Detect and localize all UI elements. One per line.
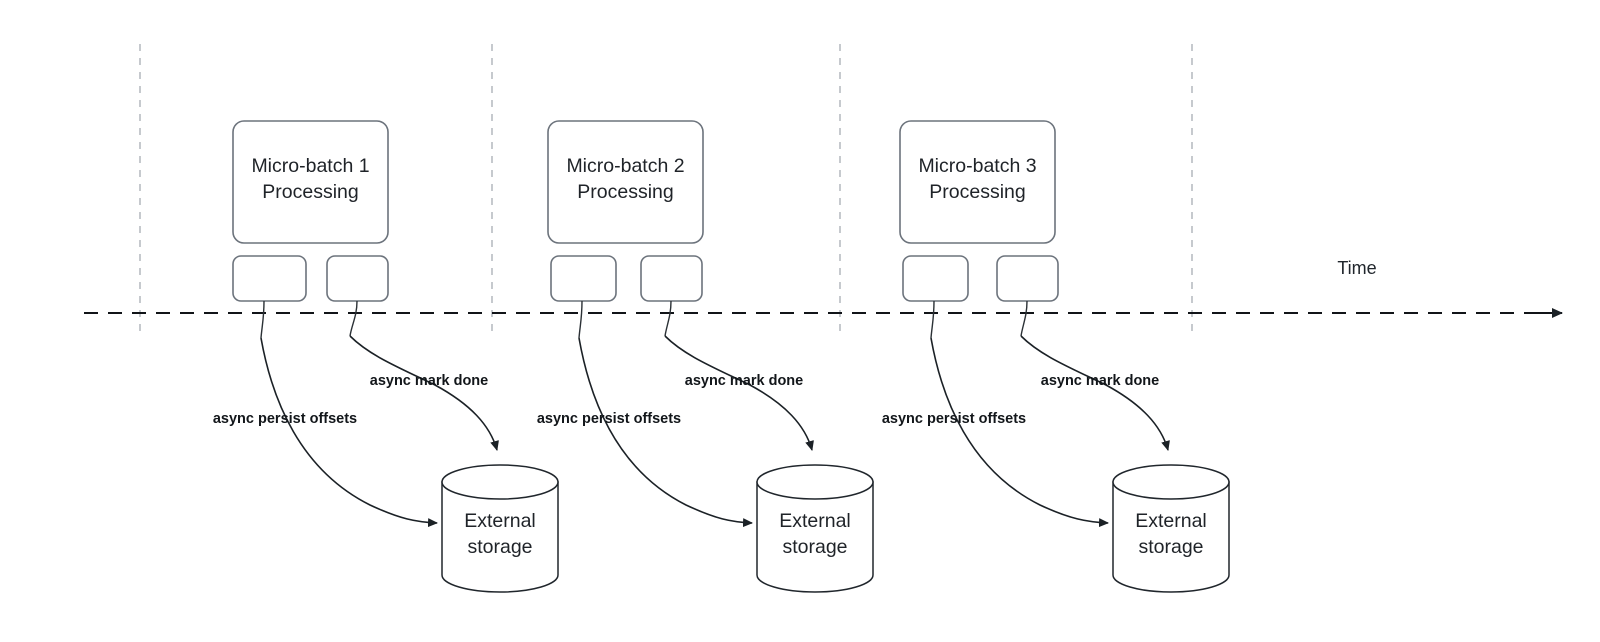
group-2-async-mark-done-arrow <box>664 335 814 451</box>
group-1-storage-label-line1: External <box>464 510 536 532</box>
group-1-cylinder-top <box>441 464 559 500</box>
micro-batch-1-rect[interactable] <box>232 120 389 244</box>
group-2-async-persist-offsets-arrow <box>578 337 753 528</box>
group-1-async-persist-offsets-label: async persist offsets <box>213 411 357 427</box>
group-3-storage-label-line2: storage <box>1138 536 1203 558</box>
time-axis: Time <box>84 258 1563 318</box>
micro-batch-3-box[interactable]: Micro-batch 3 Processing <box>899 120 1056 244</box>
group-2-storage-label-line2: storage <box>782 536 847 558</box>
group-2-connector-right <box>664 300 672 337</box>
group-3-async-mark-done-arrow <box>1020 335 1170 451</box>
group-3-connector-right <box>1020 300 1028 337</box>
group-1-external-storage[interactable]: External storage <box>441 464 559 593</box>
group-2-connector-left <box>578 300 583 339</box>
group-2-async-persist-offsets-label: async persist offsets <box>537 411 681 427</box>
group-3: Micro-batch 3 Processing async persist o… <box>882 120 1230 593</box>
group-2-storage-label-line1: External <box>779 510 851 532</box>
group-1-connector-left <box>260 300 265 339</box>
group-3-async-persist-offsets-label: async persist offsets <box>882 411 1026 427</box>
group-3-task-box-left[interactable] <box>902 255 969 302</box>
group-1-storage-label-line2: storage <box>467 536 532 558</box>
group-2-cylinder-top <box>756 464 874 500</box>
group-1-task-box-right[interactable] <box>326 255 389 302</box>
group-3-storage-label-line1: External <box>1135 510 1207 532</box>
group-1-async-persist-offsets-arrow <box>260 337 438 528</box>
group-3-cylinder-body[interactable] <box>1112 481 1230 593</box>
micro-batch-3-label-line1: Micro-batch 3 <box>918 155 1036 177</box>
micro-batch-1-box[interactable]: Micro-batch 1 Processing <box>232 120 389 244</box>
micro-batch-2-label-line2: Processing <box>577 181 673 203</box>
group-1-async-mark-done-label: async mark done <box>370 373 488 389</box>
group-3-external-storage[interactable]: External storage <box>1112 464 1230 593</box>
group-1-task-box-left[interactable] <box>232 255 307 302</box>
guide-lines <box>139 44 1193 332</box>
group-2-external-storage[interactable]: External storage <box>756 464 874 593</box>
group-1-cylinder-body[interactable] <box>441 481 559 593</box>
group-1-async-mark-done-arrow <box>349 335 499 451</box>
group-2: Micro-batch 2 Processing async persist o… <box>537 120 874 593</box>
group-3-task-box-right[interactable] <box>996 255 1059 302</box>
group-2-cylinder-body[interactable] <box>756 481 874 593</box>
micro-batch-1-label-line2: Processing <box>262 181 358 203</box>
micro-batch-2-label-line1: Micro-batch 2 <box>566 155 684 177</box>
micro-batch-3-label-line2: Processing <box>929 181 1025 203</box>
group-2-async-mark-done-label: async mark done <box>685 373 803 389</box>
group-3-cylinder-top <box>1112 464 1230 500</box>
group-2-task-box-left[interactable] <box>550 255 617 302</box>
micro-batch-2-box[interactable]: Micro-batch 2 Processing <box>547 120 704 244</box>
micro-batch-3-rect[interactable] <box>899 120 1056 244</box>
group-3-connector-left <box>930 300 935 339</box>
micro-batch-2-rect[interactable] <box>547 120 704 244</box>
time-axis-label: Time <box>1337 258 1376 278</box>
group-3-async-persist-offsets-arrow <box>930 337 1109 528</box>
group-1-connector-right <box>349 300 358 337</box>
group-3-async-mark-done-label: async mark done <box>1041 373 1159 389</box>
group-1: Micro-batch 1 Processing async persist o… <box>213 120 559 593</box>
micro-batch-1-label-line1: Micro-batch 1 <box>251 155 369 177</box>
group-2-task-box-right[interactable] <box>640 255 703 302</box>
